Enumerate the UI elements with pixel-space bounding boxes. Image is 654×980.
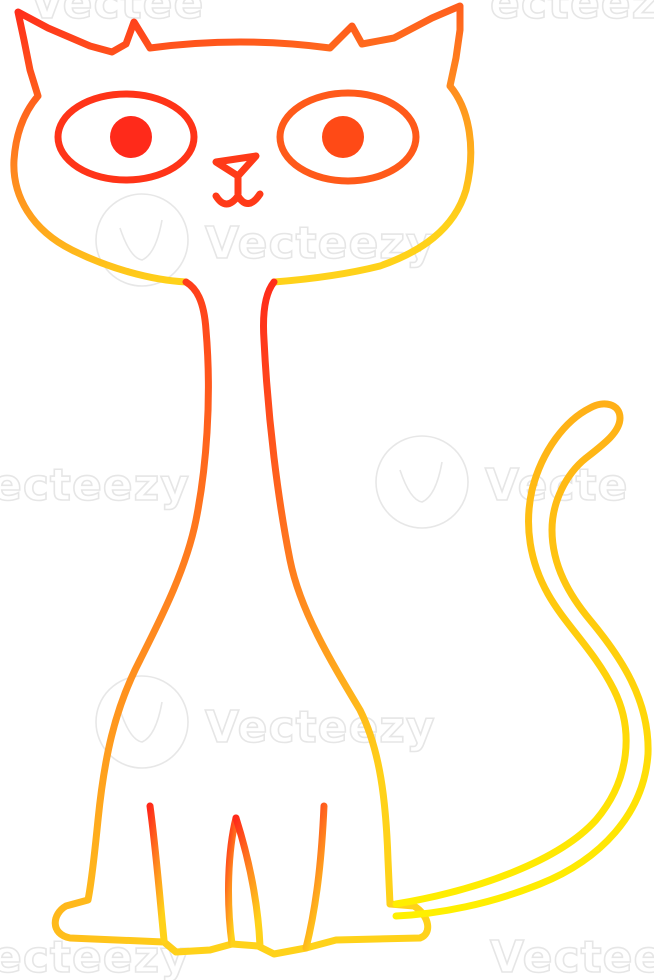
cat-body-right-outline [260,278,394,908]
cat-drawing [10,2,652,958]
watermark-text: Vectee [30,0,204,29]
watermark-text: Vecteezy [205,702,436,753]
cat-front-leg-left [146,802,168,944]
watermark-text: ecteezy [0,460,190,511]
cat-tail [392,400,652,920]
watermark-text: ecteezy [490,0,654,29]
cat-mouth [212,174,264,208]
watermark-text: Vectee [490,932,654,980]
watermark-logo-icon [95,193,189,287]
cat-front-leg-middle-right [232,814,264,950]
cat-front-leg-middle-left [225,814,240,948]
left-eye-pupil [110,116,152,158]
cat-head-outline [10,2,475,286]
left-eye-outline [54,90,198,184]
right-eye-outline [276,89,420,185]
watermark-logo-icon [95,675,189,769]
right-eye-pupil [322,116,364,158]
cat-nose [212,152,260,180]
cat-body-left-outline [51,278,432,958]
cat-front-leg-right [302,802,328,952]
watermark-logo-icon [375,435,469,529]
